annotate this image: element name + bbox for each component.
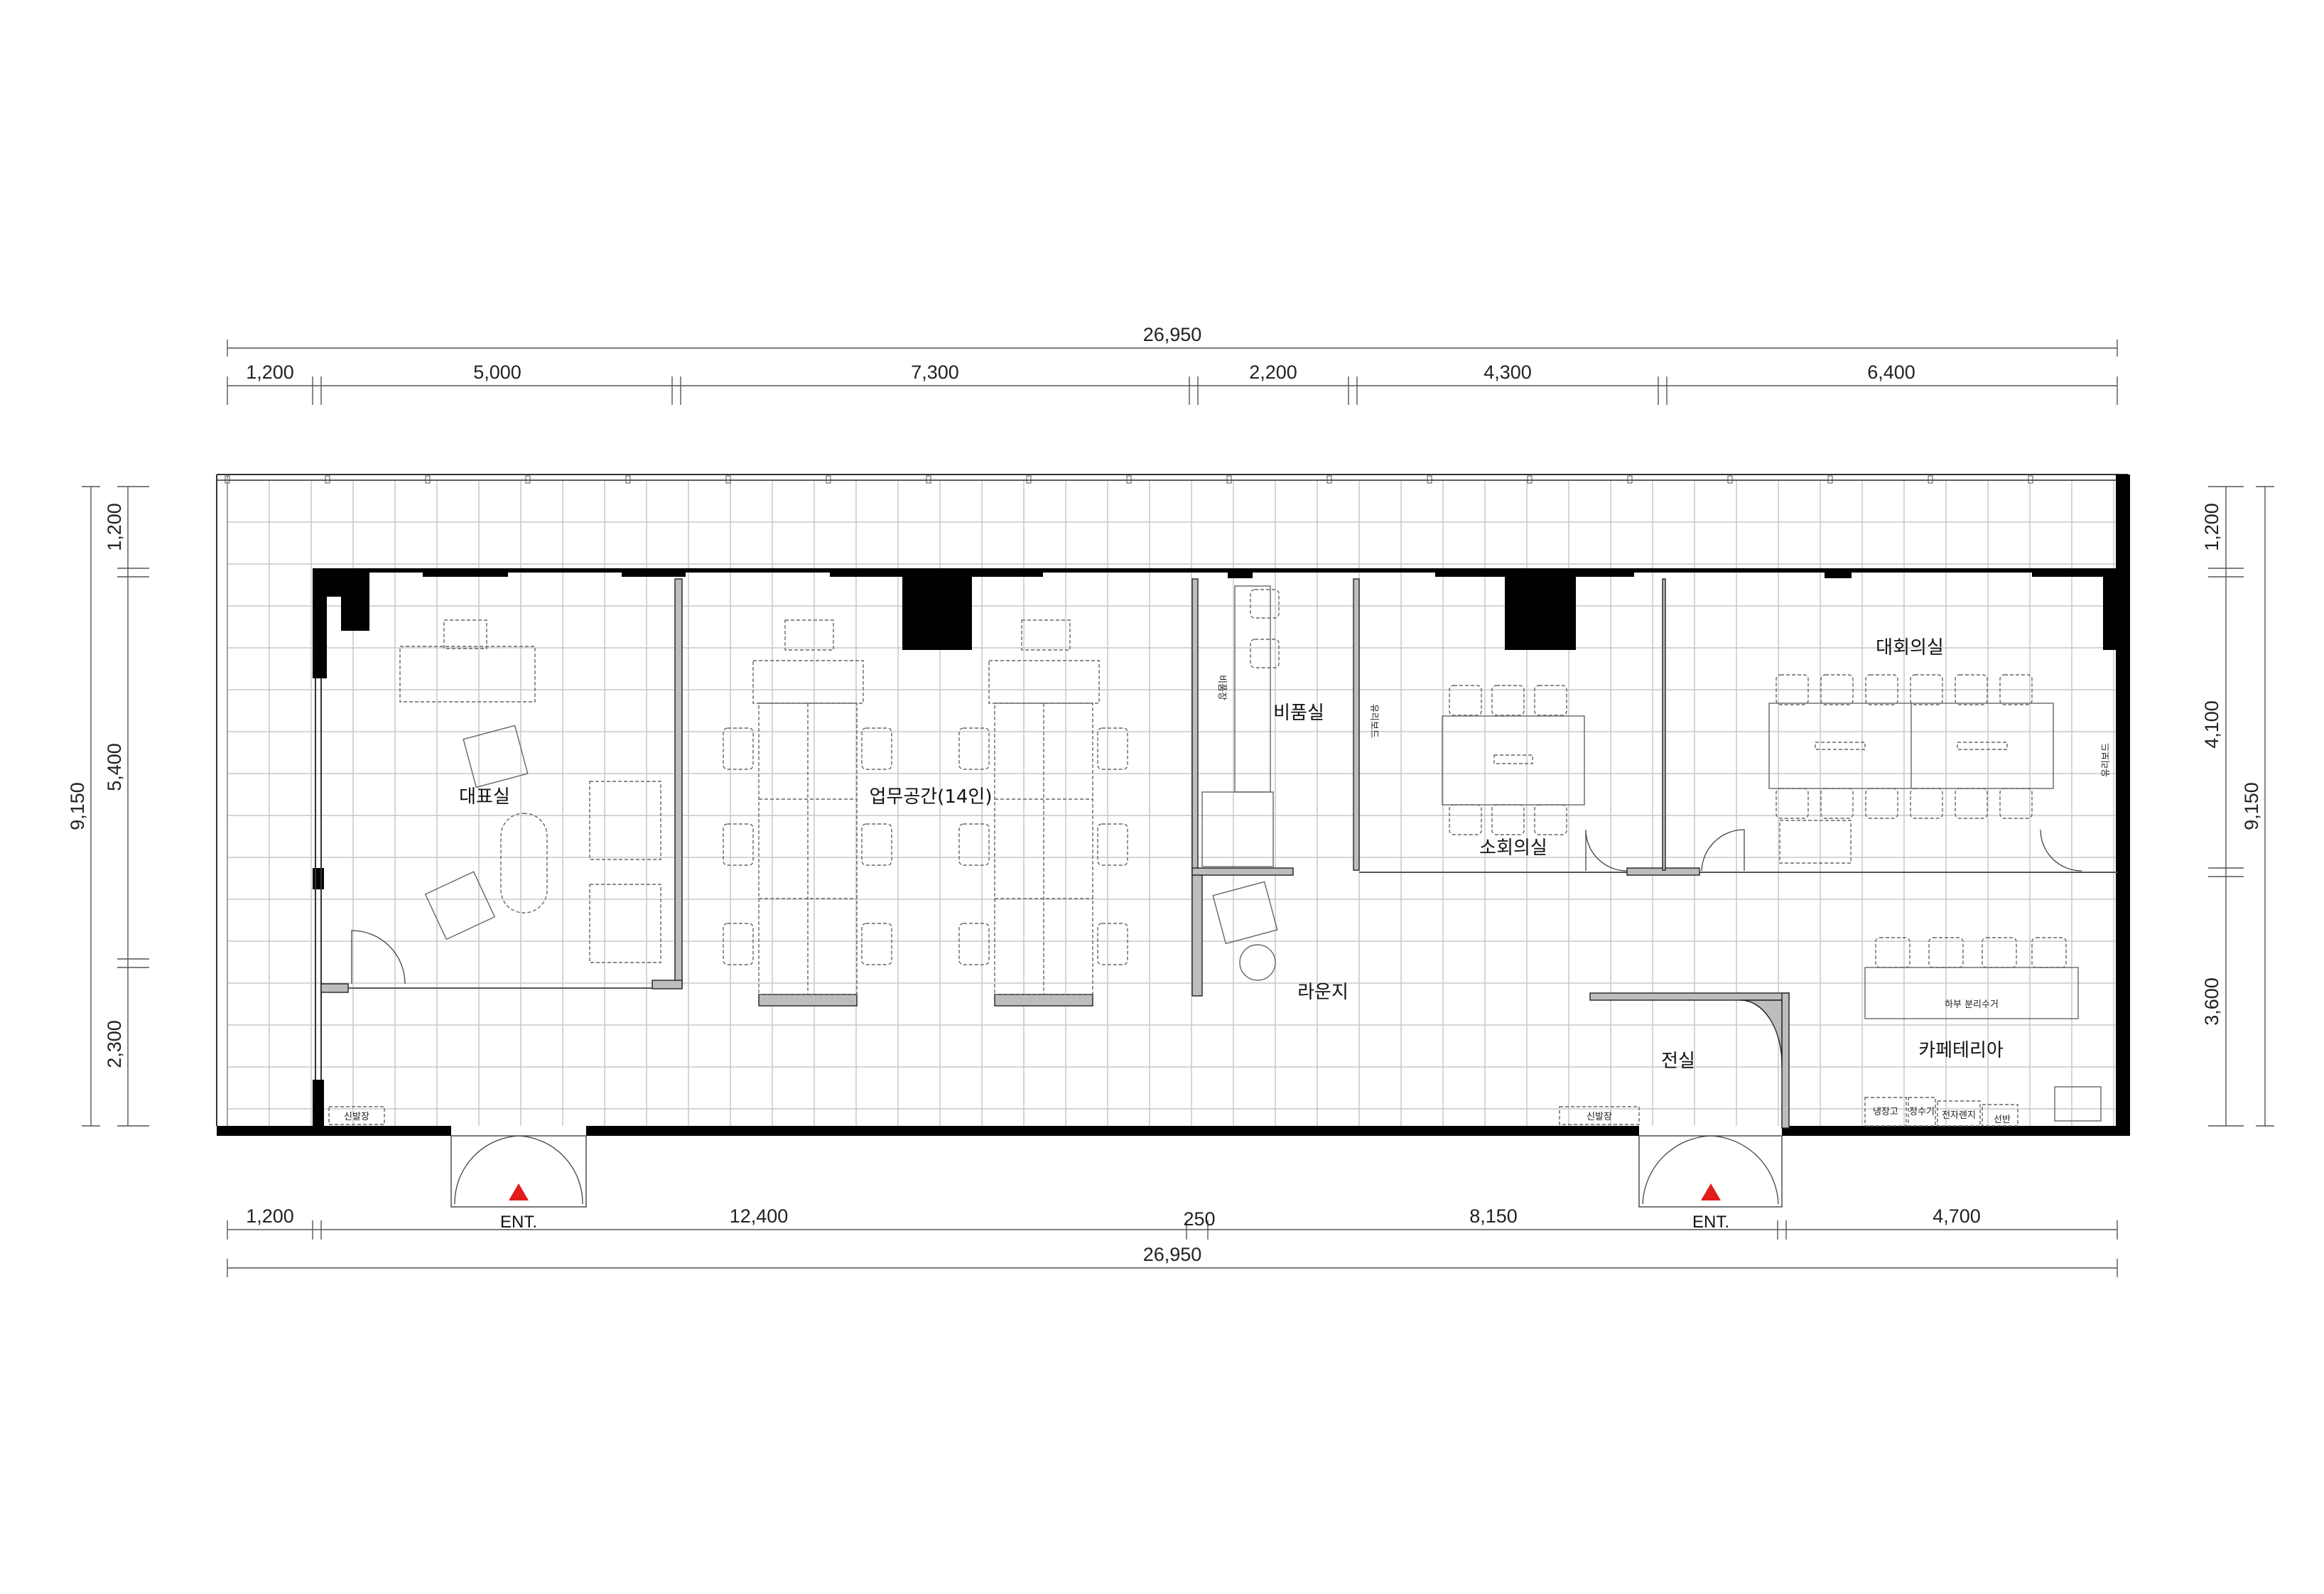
dim-top-seg: 4,300 bbox=[1483, 362, 1532, 383]
chair bbox=[958, 823, 990, 866]
chair bbox=[1534, 685, 1567, 716]
chair bbox=[1820, 788, 1854, 819]
dim-top-seg: 7,300 bbox=[911, 362, 959, 383]
room-label-lounge: 라운지 bbox=[1297, 982, 1349, 1003]
dim-top-seg: 5,000 bbox=[473, 362, 521, 383]
chair bbox=[861, 923, 892, 965]
chair bbox=[1534, 804, 1567, 835]
dimension-lines bbox=[82, 340, 2274, 1277]
dim-bottom-seg: 250 bbox=[1183, 1208, 1215, 1230]
entry-marker-icon bbox=[509, 1183, 529, 1200]
room-labels: 대표실 업무공간(14인) 비품실 소회의실 대회의실 라운지 전실 카페테리아 bbox=[459, 637, 2004, 1072]
chair bbox=[1982, 937, 2017, 968]
room-label-storage: 비품실 bbox=[1273, 703, 1324, 724]
chair bbox=[1910, 788, 1943, 819]
curtain-wall-top bbox=[216, 474, 2128, 1126]
chair bbox=[2031, 937, 2067, 968]
chair bbox=[1491, 685, 1525, 716]
label-glass-board: 유리보드 bbox=[1368, 704, 1379, 738]
dim-right-total: 9,150 bbox=[2241, 782, 2262, 830]
room-label-ceo-office: 대표실 bbox=[459, 786, 510, 808]
chair bbox=[1928, 937, 1964, 968]
dim-top-seg: 1,200 bbox=[246, 362, 294, 383]
chair bbox=[723, 823, 754, 866]
room-label-workspace: 업무공간(14인) bbox=[870, 786, 993, 808]
room-label-small-meeting: 소회의실 bbox=[1479, 837, 1547, 859]
chair bbox=[861, 823, 892, 866]
chair bbox=[1820, 674, 1854, 705]
chair bbox=[1097, 823, 1128, 866]
dim-bottom-seg: 12,400 bbox=[730, 1205, 789, 1227]
chair bbox=[1875, 937, 1910, 968]
dim-left-seg: 5,400 bbox=[104, 743, 125, 791]
chair bbox=[723, 727, 754, 770]
dim-left-total: 9,150 bbox=[67, 782, 88, 830]
entrance-label: ENT. bbox=[500, 1213, 537, 1232]
chair bbox=[1449, 804, 1482, 835]
room-label-electric-room: 전실 bbox=[1661, 1051, 1695, 1072]
label-shelf: 선반 bbox=[1994, 1115, 2011, 1125]
dim-right-seg: 3,600 bbox=[2201, 977, 2222, 1026]
label-fridge: 냉장고 bbox=[1873, 1107, 1898, 1117]
chair bbox=[723, 923, 754, 965]
dim-bottom-seg: 1,200 bbox=[246, 1205, 294, 1227]
dimension-labels: 26,950 1,200 5,000 7,300 2,200 4,300 6,4… bbox=[67, 324, 2262, 1265]
chair bbox=[1865, 788, 1898, 819]
dim-top-seg: 6,400 bbox=[1867, 362, 1915, 383]
doors bbox=[351, 829, 2082, 1208]
chair bbox=[1250, 639, 1280, 668]
entry-marker-icon bbox=[1701, 1183, 1721, 1200]
chair bbox=[1097, 727, 1128, 770]
label-storage-cabinet: 비품장 bbox=[1216, 675, 1227, 700]
label-glass-board: 유리보드 bbox=[2101, 743, 2112, 777]
dim-bottom-total: 26,950 bbox=[1143, 1244, 1202, 1265]
walls bbox=[217, 475, 2130, 1136]
west-glazing bbox=[315, 678, 322, 1080]
furniture bbox=[328, 585, 2102, 1127]
dim-bottom-seg: 8,150 bbox=[1469, 1205, 1518, 1227]
chair bbox=[1491, 804, 1525, 835]
label-shoe-cabinet: 신발장 bbox=[344, 1112, 369, 1122]
chair bbox=[1776, 674, 1809, 705]
label-water-purifier: 정수기 bbox=[1909, 1107, 1935, 1117]
chair bbox=[958, 923, 990, 965]
label-microwave: 전자렌지 bbox=[1942, 1110, 1976, 1121]
chair bbox=[861, 727, 892, 770]
entrances: ENT. ENT. bbox=[500, 1183, 1729, 1232]
dim-right-seg: 1,200 bbox=[2201, 503, 2222, 551]
dim-top-seg: 2,200 bbox=[1249, 362, 1297, 383]
dim-top-total: 26,950 bbox=[1143, 324, 1202, 345]
chair bbox=[1449, 685, 1482, 716]
room-label-large-meeting: 대회의실 bbox=[1876, 637, 1944, 658]
chair bbox=[958, 727, 990, 770]
dim-left-seg: 2,300 bbox=[104, 1020, 125, 1068]
label-shoe-cabinet: 신발장 bbox=[1587, 1112, 1612, 1122]
fixture-labels: 신발장 신발장 비품장 유리보드 유리보드 하부 분리수거 냉장고 정수기 전자… bbox=[344, 675, 2112, 1125]
chair bbox=[1865, 674, 1898, 705]
chair bbox=[1776, 788, 1809, 819]
chair bbox=[1999, 788, 2033, 819]
room-label-cafeteria: 카페테리아 bbox=[1918, 1040, 2004, 1061]
chair bbox=[1250, 589, 1280, 619]
chair bbox=[1955, 788, 1988, 819]
entrance-label: ENT. bbox=[1692, 1213, 1729, 1232]
label-recycle-under: 하부 분리수거 bbox=[1945, 999, 1999, 1010]
chair bbox=[1097, 923, 1128, 965]
dim-left-seg: 1,200 bbox=[104, 503, 125, 551]
dim-right-seg: 4,100 bbox=[2201, 700, 2222, 749]
chair bbox=[1999, 674, 2033, 705]
chair bbox=[1955, 674, 1988, 705]
dim-bottom-seg: 4,700 bbox=[1933, 1205, 1981, 1227]
partitions bbox=[320, 578, 2117, 1129]
chair bbox=[1910, 674, 1943, 705]
